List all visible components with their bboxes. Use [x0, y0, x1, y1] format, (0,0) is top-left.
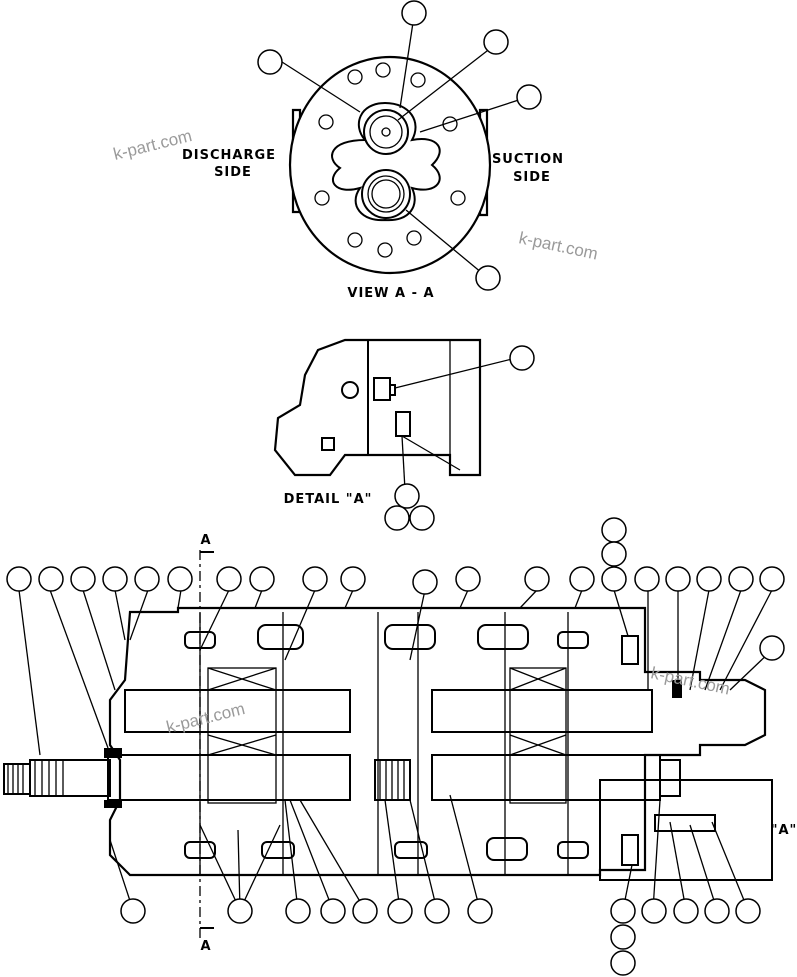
callout-bubble: [759, 635, 785, 661]
callout-bubble: [467, 898, 493, 924]
suction-label: SUCTION: [492, 152, 564, 167]
callout-bubble: [216, 566, 242, 592]
callout-bubble: [475, 265, 501, 291]
callout-bubble: [483, 29, 509, 55]
callout-bubble: [134, 566, 160, 592]
detail-ref-label: "A": [771, 823, 797, 838]
callout-bubble: [665, 566, 691, 592]
view-a-a: DISCHARGE SIDE SUCTION SIDE VIEW A - A: [182, 0, 564, 301]
callout-bubble: [569, 566, 595, 592]
callout-bubble: [401, 0, 427, 26]
callout-bubble: [102, 566, 128, 592]
callout-bubble: [455, 566, 481, 592]
callout-bubble: [610, 898, 636, 924]
detail-title: DETAIL "A": [284, 492, 373, 507]
callout-bubble: [728, 566, 754, 592]
callout-bubble: [696, 566, 722, 592]
callout-bubble: [516, 84, 542, 110]
callout-bubble: [601, 566, 627, 592]
callout-bubble: [412, 569, 438, 595]
callout-bubble: [673, 898, 699, 924]
callout-bubble: [167, 566, 193, 592]
pump-cross-section: "A" A A: [3, 533, 797, 954]
callout-bubble: [610, 924, 636, 950]
callout-bubble: [302, 566, 328, 592]
suction-side-label: SIDE: [513, 170, 551, 185]
callout-bubble: [634, 566, 660, 592]
callout-bubble: [735, 898, 761, 924]
callout-bubble: [610, 950, 636, 976]
section-marker-bottom: A: [200, 939, 211, 954]
callout-bubble: [704, 898, 730, 924]
callout-bubble: [38, 566, 64, 592]
callout-bubble: [227, 898, 253, 924]
callout-bubble: [384, 505, 410, 531]
callout-bubble: [257, 49, 283, 75]
callout-bubble: [601, 541, 627, 567]
callout-bubble: [6, 566, 32, 592]
callout-bubble: [285, 898, 311, 924]
callout-bubble: [641, 898, 667, 924]
callout-bubble: [424, 898, 450, 924]
detail-a: DETAIL "A": [273, 338, 535, 531]
discharge-label: DISCHARGE: [182, 148, 276, 163]
callout-bubble: [320, 898, 346, 924]
callout-bubble: [759, 566, 785, 592]
discharge-side-label: SIDE: [214, 165, 252, 180]
callout-bubble: [524, 566, 550, 592]
callout-bubble: [394, 483, 420, 509]
callout-bubble: [509, 345, 535, 371]
callout-bubble: [387, 898, 413, 924]
callout-bubble: [409, 505, 435, 531]
view-title: VIEW A - A: [347, 286, 434, 301]
callout-leaders-top: [18, 589, 773, 756]
callout-bubble: [249, 566, 275, 592]
callout-bubble: [601, 517, 627, 543]
callout-bubble: [340, 566, 366, 592]
watermark: k-part.com: [517, 228, 599, 263]
section-marker-top: A: [200, 533, 211, 548]
callout-bubble: [70, 566, 96, 592]
callout-bubble: [352, 898, 378, 924]
callout-bubbles-bottom: [120, 898, 761, 976]
callout-bubbles-top: [6, 517, 785, 661]
callout-bubble: [120, 898, 146, 924]
